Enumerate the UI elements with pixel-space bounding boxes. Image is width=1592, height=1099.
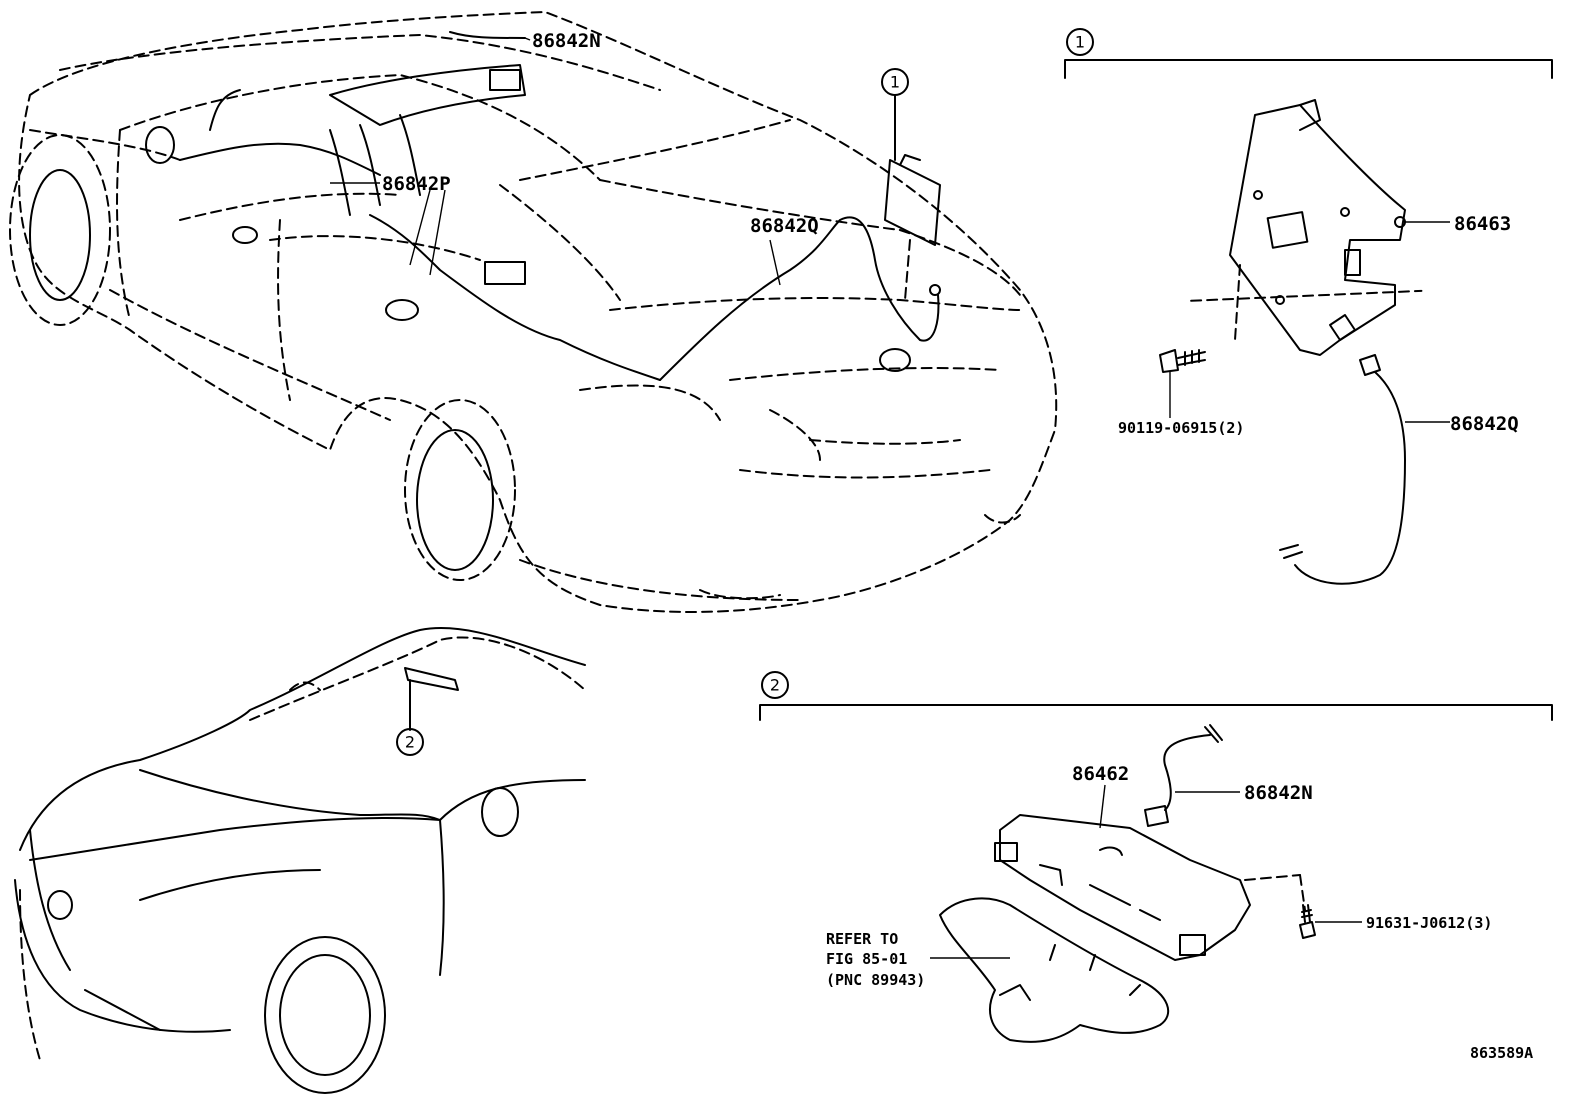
label-86842q-detail: 86842Q [1450,413,1519,435]
label-86463: 86463 [1454,213,1511,235]
bracket-86463-shape [1229,104,1406,356]
refer-note-line-2: FIG 85-01 [826,950,907,968]
bolt-90119 [1159,349,1206,373]
harness-86842q-detail [1294,371,1406,585]
illustration-code: 863589A [1470,1044,1533,1062]
label-86842n-detail: 86842N [1244,782,1313,804]
bolt-91631 [1299,904,1316,939]
cover-shape [939,897,1170,1043]
callout-1-detail-text: 1 [1075,33,1085,52]
label-91631-j0612: 91631-J0612(3) [1366,914,1492,932]
callout-1-car: 1 [881,68,909,161]
callout-2-detail-text: 2 [770,676,780,695]
group-2-detail: 2 [759,671,1553,1043]
callout-2-car-text: 2 [405,733,415,752]
group-2-bracket-line [759,704,1553,721]
callout-1-car-text: 1 [890,73,900,92]
label-86842n-top: 86842N [532,30,601,52]
leader-86842n-top [524,37,531,41]
rear-car-illustration [9,10,1058,613]
group-1-detail: 1 [1064,28,1553,585]
label-90119-06915: 90119-06915(2) [1118,419,1244,437]
front-car-illustration: 2 [14,627,586,1094]
unit-86462-shape [999,814,1251,961]
harness-86842n-detail [1163,734,1211,811]
refer-note-line-3: (PNC 89943) [826,971,925,989]
group-1-bracket-line [1064,59,1553,79]
label-86842q-car: 86842Q [750,215,819,237]
label-86462: 86462 [1072,763,1129,785]
leader-86842q-car [769,239,781,286]
label-86842p: 86842P [382,173,451,195]
refer-note-line-1: REFER TO [826,930,898,948]
leader-86462 [1099,784,1106,829]
